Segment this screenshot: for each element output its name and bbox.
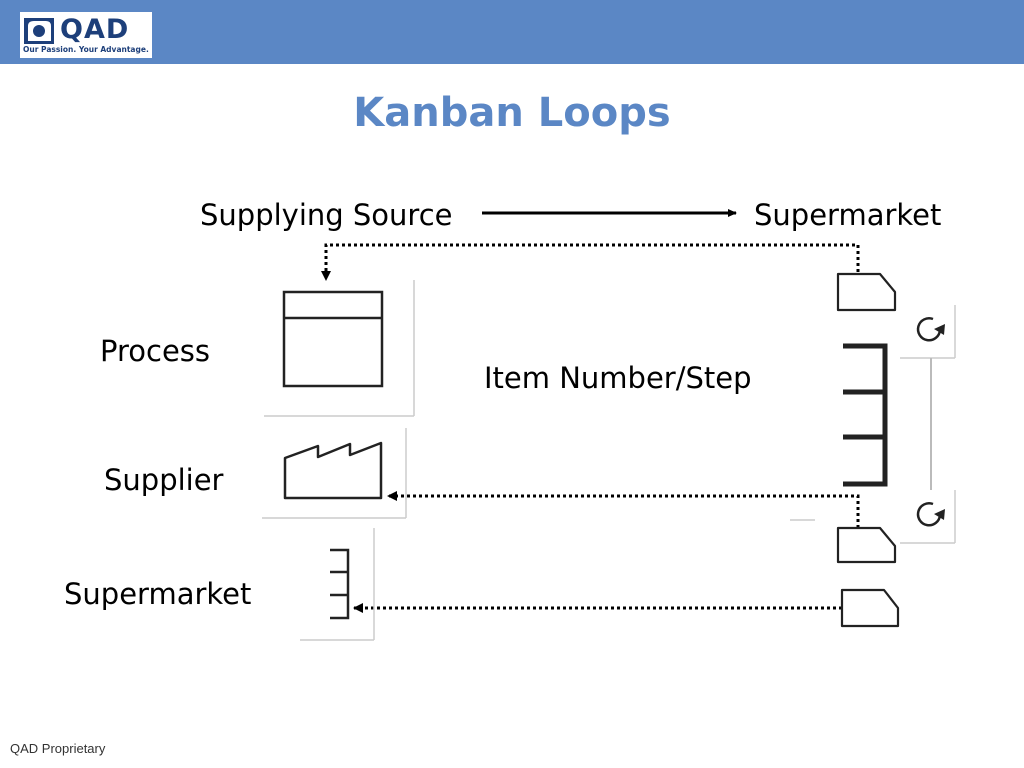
supermarket-icon — [300, 528, 375, 641]
logo-wordmark: QAD — [60, 14, 130, 45]
supplier-loop — [387, 491, 860, 528]
flow-to-label: Supermarket — [754, 198, 942, 232]
qad-logo: QAD Our Passion. Your Advantage. — [20, 12, 152, 58]
return-loop-top — [321, 243, 860, 281]
cycle-icon — [900, 490, 956, 544]
qad-logo-mark-icon — [24, 18, 54, 44]
legend-process-label: Process — [100, 334, 211, 368]
process-box-icon — [264, 280, 415, 417]
flow-from-label: Supplying Source — [200, 198, 453, 232]
kanban-card-icon — [836, 526, 897, 564]
supermarket-shelf-icon — [790, 343, 888, 521]
kanban-card-icon — [840, 588, 900, 628]
slide-title: Kanban Loops — [353, 90, 671, 136]
item-number-step-label: Item Number/Step — [484, 361, 752, 395]
logo-tagline: Our Passion. Your Advantage. — [23, 45, 149, 54]
legend-supplier-label: Supplier — [104, 463, 224, 497]
header-bar: QAD Our Passion. Your Advantage. — [0, 0, 1024, 64]
cycle-icon — [900, 305, 956, 359]
kanban-card-icon — [836, 272, 897, 312]
legend-supermarket-label: Supermarket — [64, 577, 252, 611]
factory-icon — [262, 428, 407, 519]
footer-text: QAD Proprietary — [10, 741, 106, 756]
